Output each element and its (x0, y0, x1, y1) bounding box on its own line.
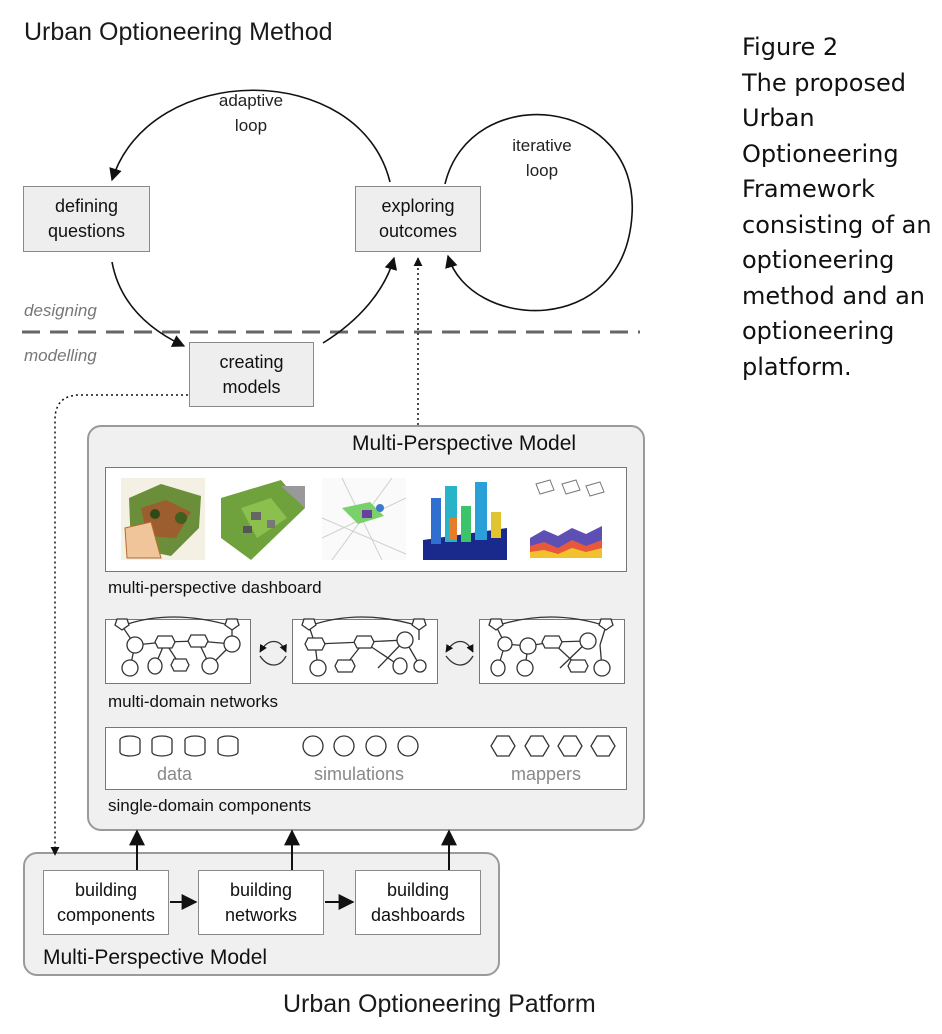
mpm-panel-title: Multi-Perspective Model (352, 432, 577, 455)
platform-panel-title: Multi-Perspective Model (43, 946, 268, 969)
network-graph-2 (301, 616, 427, 677)
box-line: networks (224, 904, 298, 925)
exploring-outcomes-box: exploring outcomes (355, 186, 481, 252)
caption-line: Figure 2 (742, 33, 839, 61)
platform-title: Urban Optioneering Patform (283, 990, 596, 1018)
iterative-loop-label: iterative loop (492, 133, 592, 183)
caption-line: The proposed (742, 68, 906, 97)
component-group-mappers: mappers (511, 764, 582, 784)
building-networks-box: building networks (198, 870, 324, 935)
network-exchange-arrow-2 (445, 640, 474, 653)
box-line: outcomes (378, 221, 458, 241)
method-title: Urban Optioneering Method (24, 18, 333, 46)
networks-label: multi-domain networks (108, 692, 279, 711)
creating-models-box: creating models (189, 342, 314, 407)
data-icons (119, 735, 239, 757)
box-line: creating (219, 351, 284, 372)
box-line: components (56, 904, 156, 925)
box-line: building (74, 879, 138, 900)
adaptive-loop-line: loop (234, 116, 268, 135)
3d-city-thumbnail (221, 478, 305, 560)
network-exchange-arrow-2b (445, 655, 474, 666)
iterative-loop-line: loop (525, 161, 559, 180)
dashboard-label: multi-perspective dashboard (108, 578, 322, 597)
box-line: questions (47, 221, 126, 241)
building-components-box: building components (43, 870, 169, 935)
simulation-thumbnail (322, 478, 406, 560)
designing-phase-label: designing (24, 301, 97, 320)
box-line: defining (54, 196, 119, 216)
network-graph-1 (114, 616, 241, 677)
box-line: building (229, 879, 293, 900)
chart-thumbnail (524, 478, 608, 560)
box-line: building (386, 879, 450, 900)
defining-questions-box: defining questions (23, 186, 150, 252)
caption-line: optioneering (742, 246, 895, 274)
iterative-loop-line: iterative (512, 136, 572, 155)
figure-caption: Figure 2 The proposed Urban Optioneering… (742, 30, 932, 385)
3d-surface-thumbnail (423, 478, 507, 560)
network-exchange-arrow-1b (259, 655, 287, 666)
iterative-loop-arrow (444, 113, 633, 312)
simulation-icons (302, 735, 419, 757)
mapper-icons (490, 735, 616, 757)
caption-line: Urban (742, 104, 815, 132)
caption-line: consisting of an (742, 210, 932, 239)
adaptive-loop-line: adaptive (218, 91, 284, 110)
create-to-explore-arrow (322, 256, 398, 344)
component-group-data: data (157, 764, 193, 784)
component-group-simulations: simulations (314, 764, 405, 784)
caption-line: Framework (742, 175, 875, 203)
network-exchange-arrow-1 (259, 640, 287, 653)
components-label: single-domain components (108, 796, 312, 815)
box-line: exploring (381, 196, 455, 216)
modelling-phase-label: modelling (24, 346, 97, 365)
box-line: dashboards (370, 904, 466, 925)
network-graph-3 (488, 616, 614, 677)
caption-line: method and an (742, 281, 926, 310)
caption-line: optioneering (742, 317, 895, 345)
define-to-create-arrow (111, 261, 186, 347)
caption-line: Optioneering (742, 139, 899, 168)
adaptive-loop-arrow (109, 89, 391, 183)
box-line: models (222, 376, 281, 397)
map-thumbnail (121, 478, 205, 560)
building-dashboards-box: building dashboards (355, 870, 481, 935)
caption-line: platform. (742, 352, 852, 381)
adaptive-loop-label: adaptive loop (201, 88, 301, 138)
